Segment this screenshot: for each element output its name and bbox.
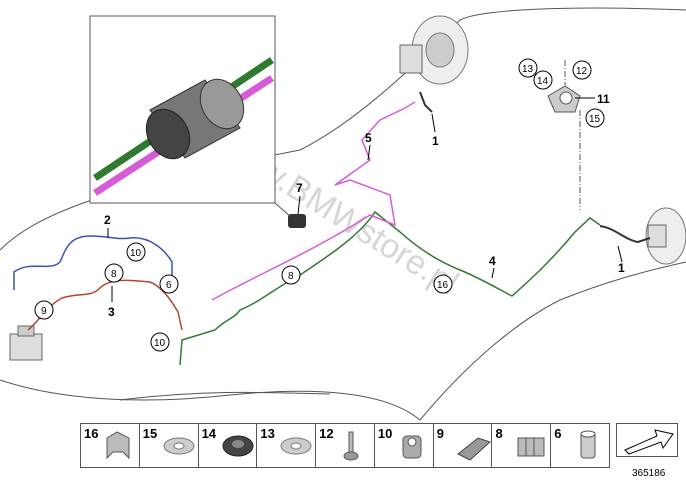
circled-callout-15: 15 bbox=[585, 108, 605, 128]
abs-module bbox=[9, 325, 43, 361]
washer-icon bbox=[163, 437, 195, 455]
holder-icon bbox=[517, 437, 545, 457]
rivet-icon bbox=[343, 431, 359, 461]
car-body-outline bbox=[0, 7, 686, 251]
arrow-icon bbox=[624, 429, 674, 455]
svg-text:10: 10 bbox=[154, 338, 166, 349]
circled-callout-9: 9 bbox=[34, 300, 54, 320]
svg-text:6: 6 bbox=[166, 280, 172, 291]
grommet-icon bbox=[222, 435, 254, 457]
svg-text:9: 9 bbox=[41, 306, 47, 317]
bracket-11 bbox=[547, 85, 581, 113]
car-rear-outline bbox=[419, 261, 686, 421]
callout-5: 5 bbox=[365, 131, 372, 145]
part-number: 10 bbox=[377, 426, 393, 441]
callout-11: 11 bbox=[597, 92, 610, 106]
direction-arrow-box bbox=[616, 423, 678, 457]
part-cell-12[interactable]: 12 bbox=[316, 424, 375, 467]
callout-leaders bbox=[107, 97, 623, 302]
callout-7: 7 bbox=[296, 181, 303, 195]
circled-callout-16: 16 bbox=[433, 274, 453, 294]
part-number: 12 bbox=[319, 426, 334, 441]
part-cell-13[interactable]: 13 bbox=[257, 424, 317, 467]
svg-text:8: 8 bbox=[288, 271, 294, 282]
svg-text:16: 16 bbox=[437, 280, 449, 291]
part-number: 8 bbox=[495, 426, 503, 441]
circled-callout-14: 14 bbox=[533, 70, 553, 90]
part-number: 14 bbox=[201, 426, 217, 441]
part-number: 6 bbox=[554, 426, 562, 441]
car-floor-outline bbox=[0, 379, 421, 421]
callout-1a: 1 bbox=[432, 134, 439, 148]
car-side-outline bbox=[119, 391, 331, 401]
line-clip-icon bbox=[402, 435, 422, 459]
callout-3: 3 bbox=[108, 305, 115, 319]
circled-callout-8a: 8 bbox=[104, 263, 124, 283]
part-cell-15[interactable]: 15 bbox=[140, 424, 199, 467]
circled-callout-13: 13 bbox=[518, 58, 538, 78]
svg-text:12: 12 bbox=[576, 66, 588, 77]
clip-icon bbox=[106, 431, 130, 460]
svg-text:14: 14 bbox=[537, 76, 549, 87]
brake-disc-rear bbox=[645, 207, 686, 265]
svg-text:8: 8 bbox=[111, 269, 117, 280]
part-cell-9[interactable]: 9 bbox=[434, 424, 493, 467]
flex-hose-1b bbox=[599, 225, 651, 244]
part-cell-8[interactable]: 8 bbox=[492, 424, 552, 467]
circled-callout-10b: 10 bbox=[150, 332, 170, 352]
callout-4: 4 bbox=[489, 254, 496, 268]
part-number: 9 bbox=[436, 426, 444, 441]
callout-2: 2 bbox=[104, 213, 111, 227]
detail-grommet bbox=[145, 78, 245, 160]
brake-disc-front bbox=[399, 15, 469, 85]
grommet-7 bbox=[288, 214, 306, 228]
svg-text:10: 10 bbox=[130, 248, 142, 259]
circled-callout-8b: 8 bbox=[281, 265, 301, 285]
part-cell-16[interactable]: 16 bbox=[81, 424, 140, 467]
part-cell-6[interactable]: 6 bbox=[551, 424, 609, 467]
brake-line-2 bbox=[13, 235, 173, 290]
circled-callout-10a: 10 bbox=[126, 242, 146, 262]
document-number: 365186 bbox=[632, 468, 666, 479]
svg-text:15: 15 bbox=[589, 114, 601, 125]
part-number: 13 bbox=[260, 426, 275, 441]
svg-text:13: 13 bbox=[522, 64, 534, 75]
part-cell-14[interactable]: 14 bbox=[199, 424, 258, 467]
part-number: 15 bbox=[142, 426, 158, 441]
parts-strip: 16 15 14 13 12 10 9 8 6 bbox=[80, 423, 610, 468]
sleeve-icon bbox=[580, 430, 596, 459]
part-cell-10[interactable]: 10 bbox=[375, 424, 434, 467]
brake-line-5 bbox=[211, 101, 416, 301]
flex-hose-1a bbox=[419, 91, 433, 113]
circled-callout-12: 12 bbox=[572, 60, 592, 80]
washer-icon bbox=[280, 437, 312, 455]
part-number: 16 bbox=[84, 426, 99, 441]
circled-callout-6: 6 bbox=[159, 274, 179, 294]
callout-1b: 1 bbox=[618, 261, 625, 275]
multi-clip-icon bbox=[456, 437, 491, 461]
